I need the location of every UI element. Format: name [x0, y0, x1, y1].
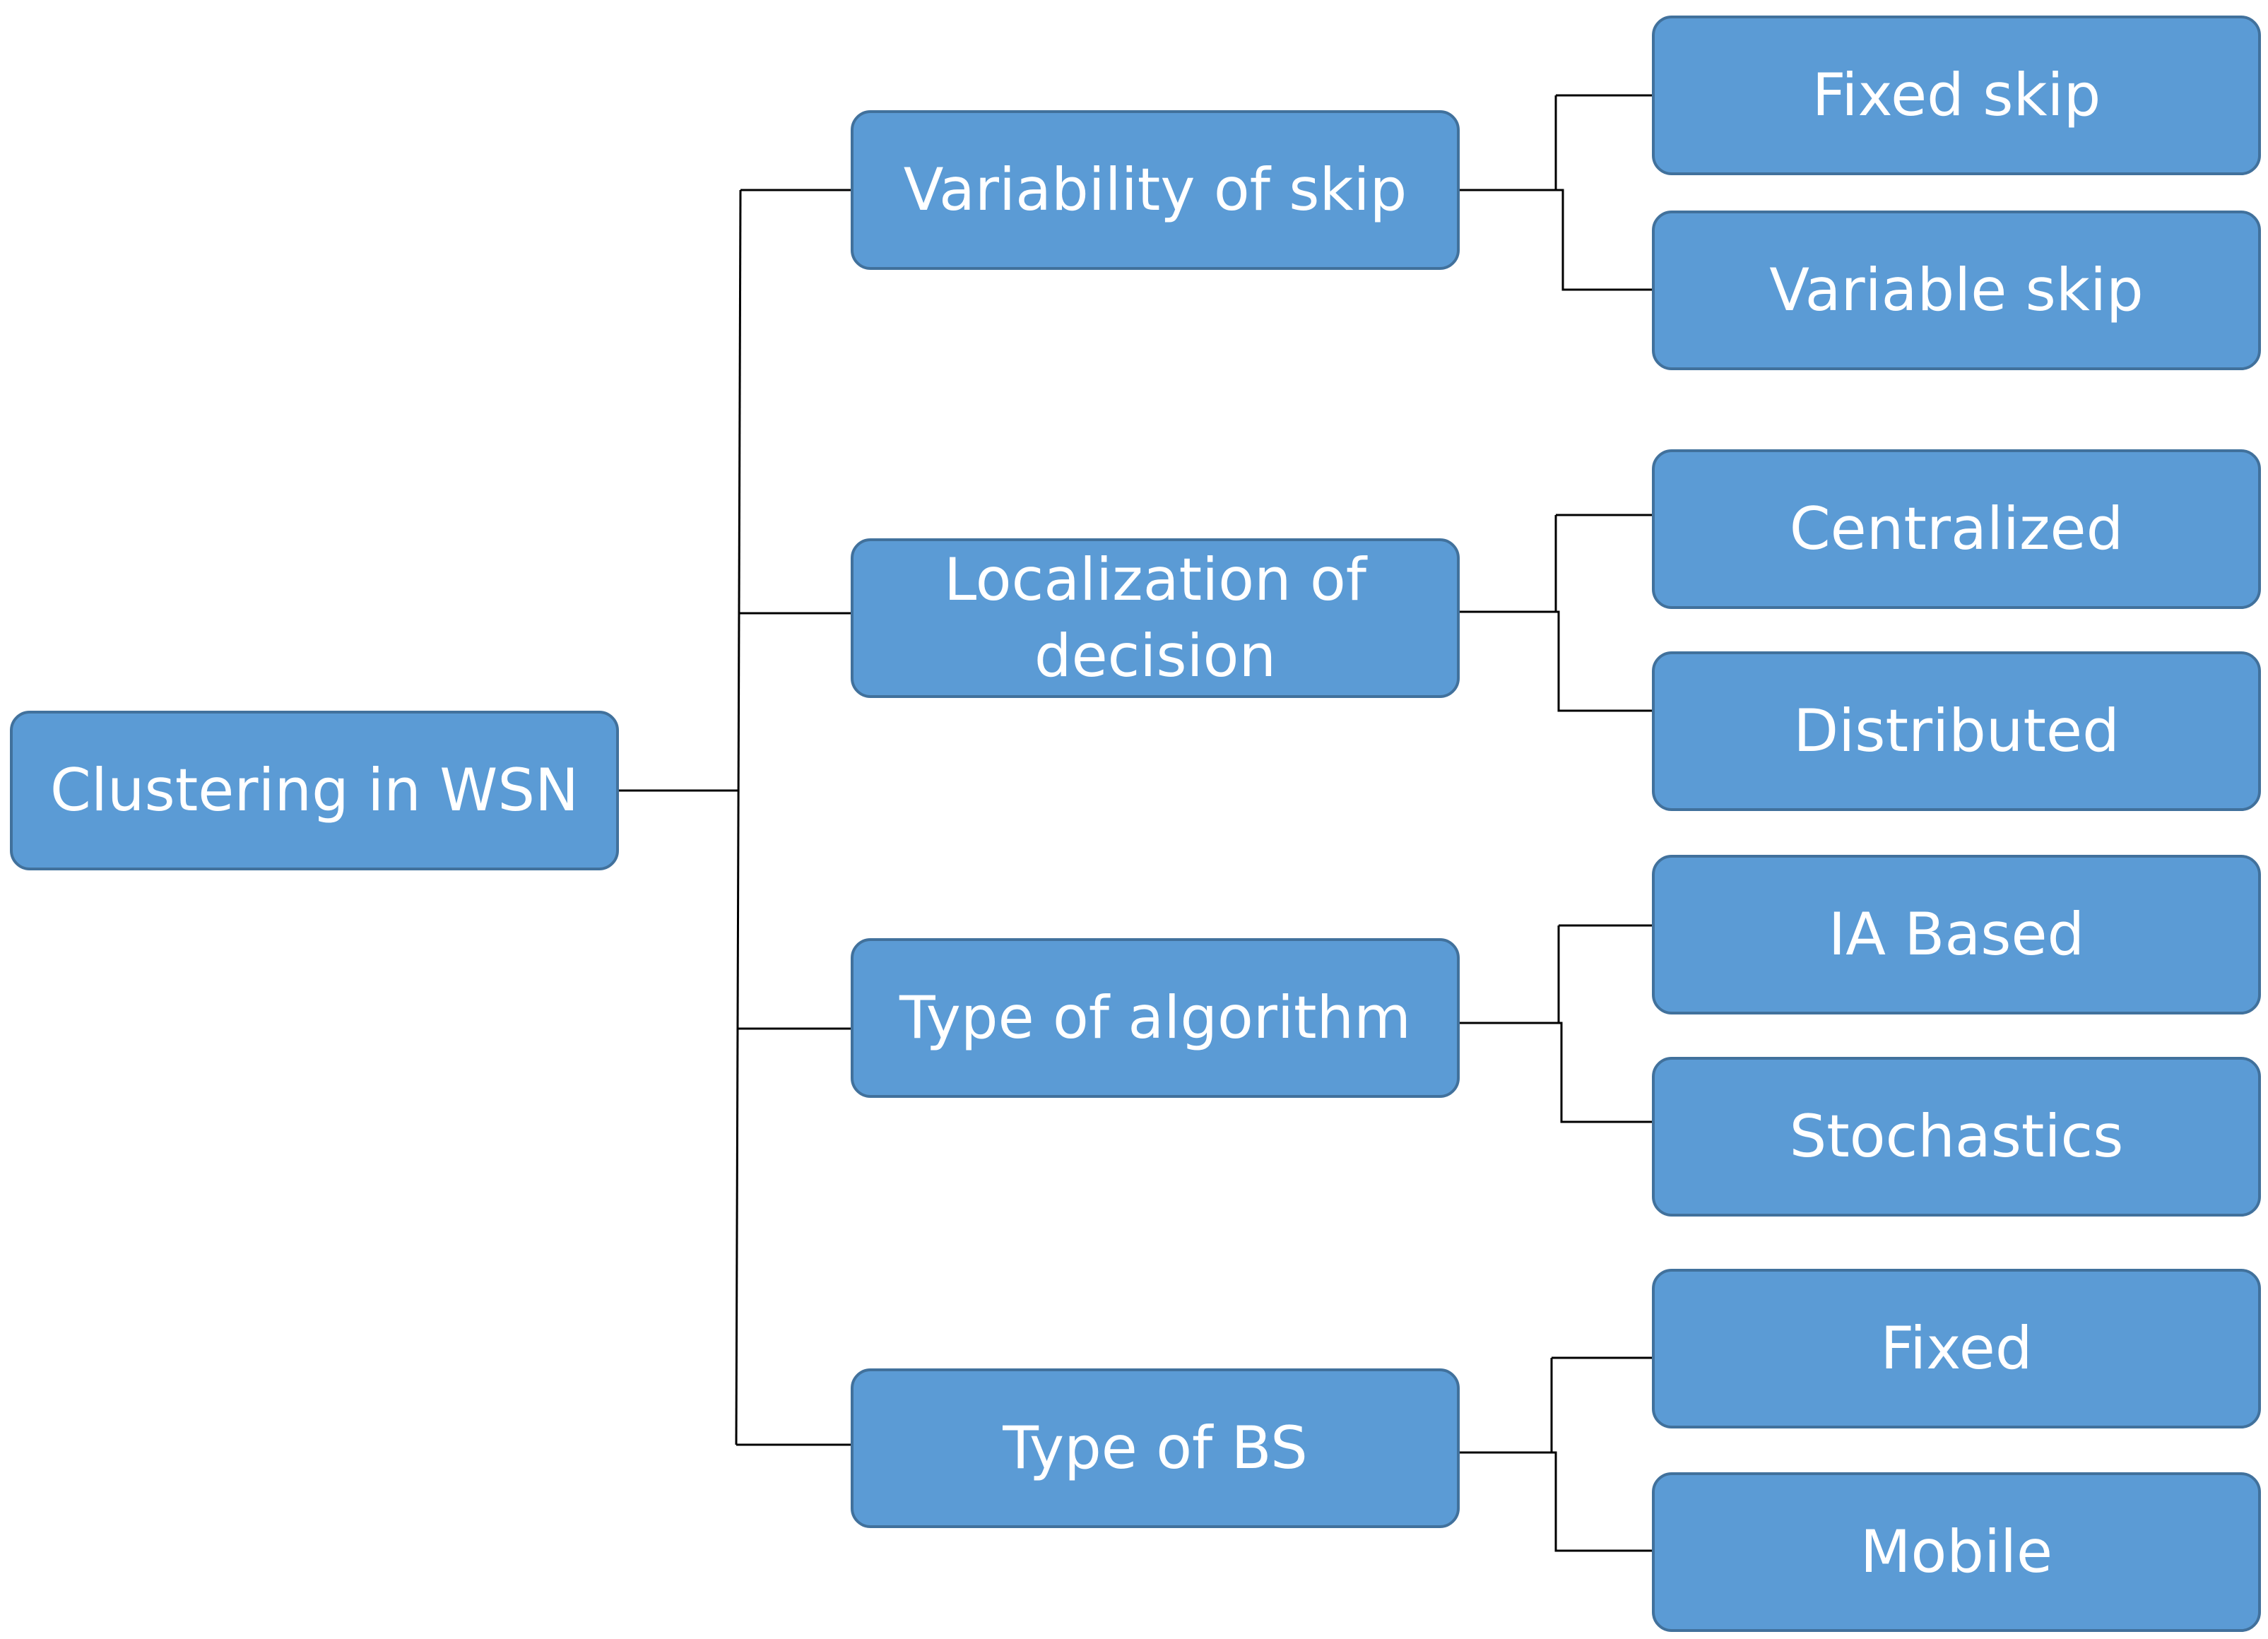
leaf-node-label: IA Based	[1828, 900, 2085, 969]
connector-cat-2-branch	[1460, 924, 1658, 1123]
leaf-node-stochastics: Stochastics	[1652, 1057, 2261, 1217]
leaf-node-centralized: Centralized	[1652, 449, 2261, 609]
leaf-node-label: Centralized	[1789, 495, 2124, 564]
category-node-label-line2: decision	[1034, 622, 1277, 690]
leaf-node-label: Distributed	[1793, 697, 2120, 766]
leaf-node-fixed: Fixed	[1652, 1269, 2261, 1428]
leaf-node-label: Fixed	[1880, 1314, 2033, 1383]
leaf-node-label: Fixed skip	[1812, 61, 2101, 130]
leaf-node-label: Stochastics	[1789, 1102, 2124, 1171]
category-node-label: Type of BS	[1003, 1414, 1308, 1483]
category-node-label: Variability of skip	[903, 155, 1407, 225]
category-node-label: Type of algorithm	[899, 983, 1411, 1053]
leaf-node-label: Mobile	[1860, 1517, 2053, 1587]
connector-cat-3-branch	[1454, 1356, 1652, 1552]
category-node-type-of-bs: Type of BS	[851, 1368, 1460, 1528]
connector-trunk-vertical	[735, 189, 742, 1445]
category-node-variability-of-skip: Variability of skip	[851, 110, 1460, 270]
leaf-node-label: Variable skip	[1769, 256, 2144, 325]
category-node-type-of-algorithm: Type of algorithm	[851, 938, 1460, 1098]
connector-cat-0-branch	[1460, 94, 1660, 291]
leaf-node-ia-based: IA Based	[1652, 855, 2261, 1014]
category-node-label-line1: Localization of	[944, 545, 1366, 615]
leaf-node-distributed: Distributed	[1652, 651, 2261, 811]
leaf-node-variable-skip: Variable skip	[1652, 211, 2261, 370]
leaf-node-mobile: Mobile	[1652, 1472, 2261, 1632]
root-node-clustering-in-wsn: Clustering in WSN	[10, 711, 619, 870]
category-node-localization-of-decision: Localization of decision	[851, 538, 1460, 698]
leaf-node-fixed-skip: Fixed skip	[1652, 16, 2261, 175]
root-node-label: Clustering in WSN	[49, 756, 579, 825]
connector-cat-1-branch	[1460, 514, 1655, 712]
